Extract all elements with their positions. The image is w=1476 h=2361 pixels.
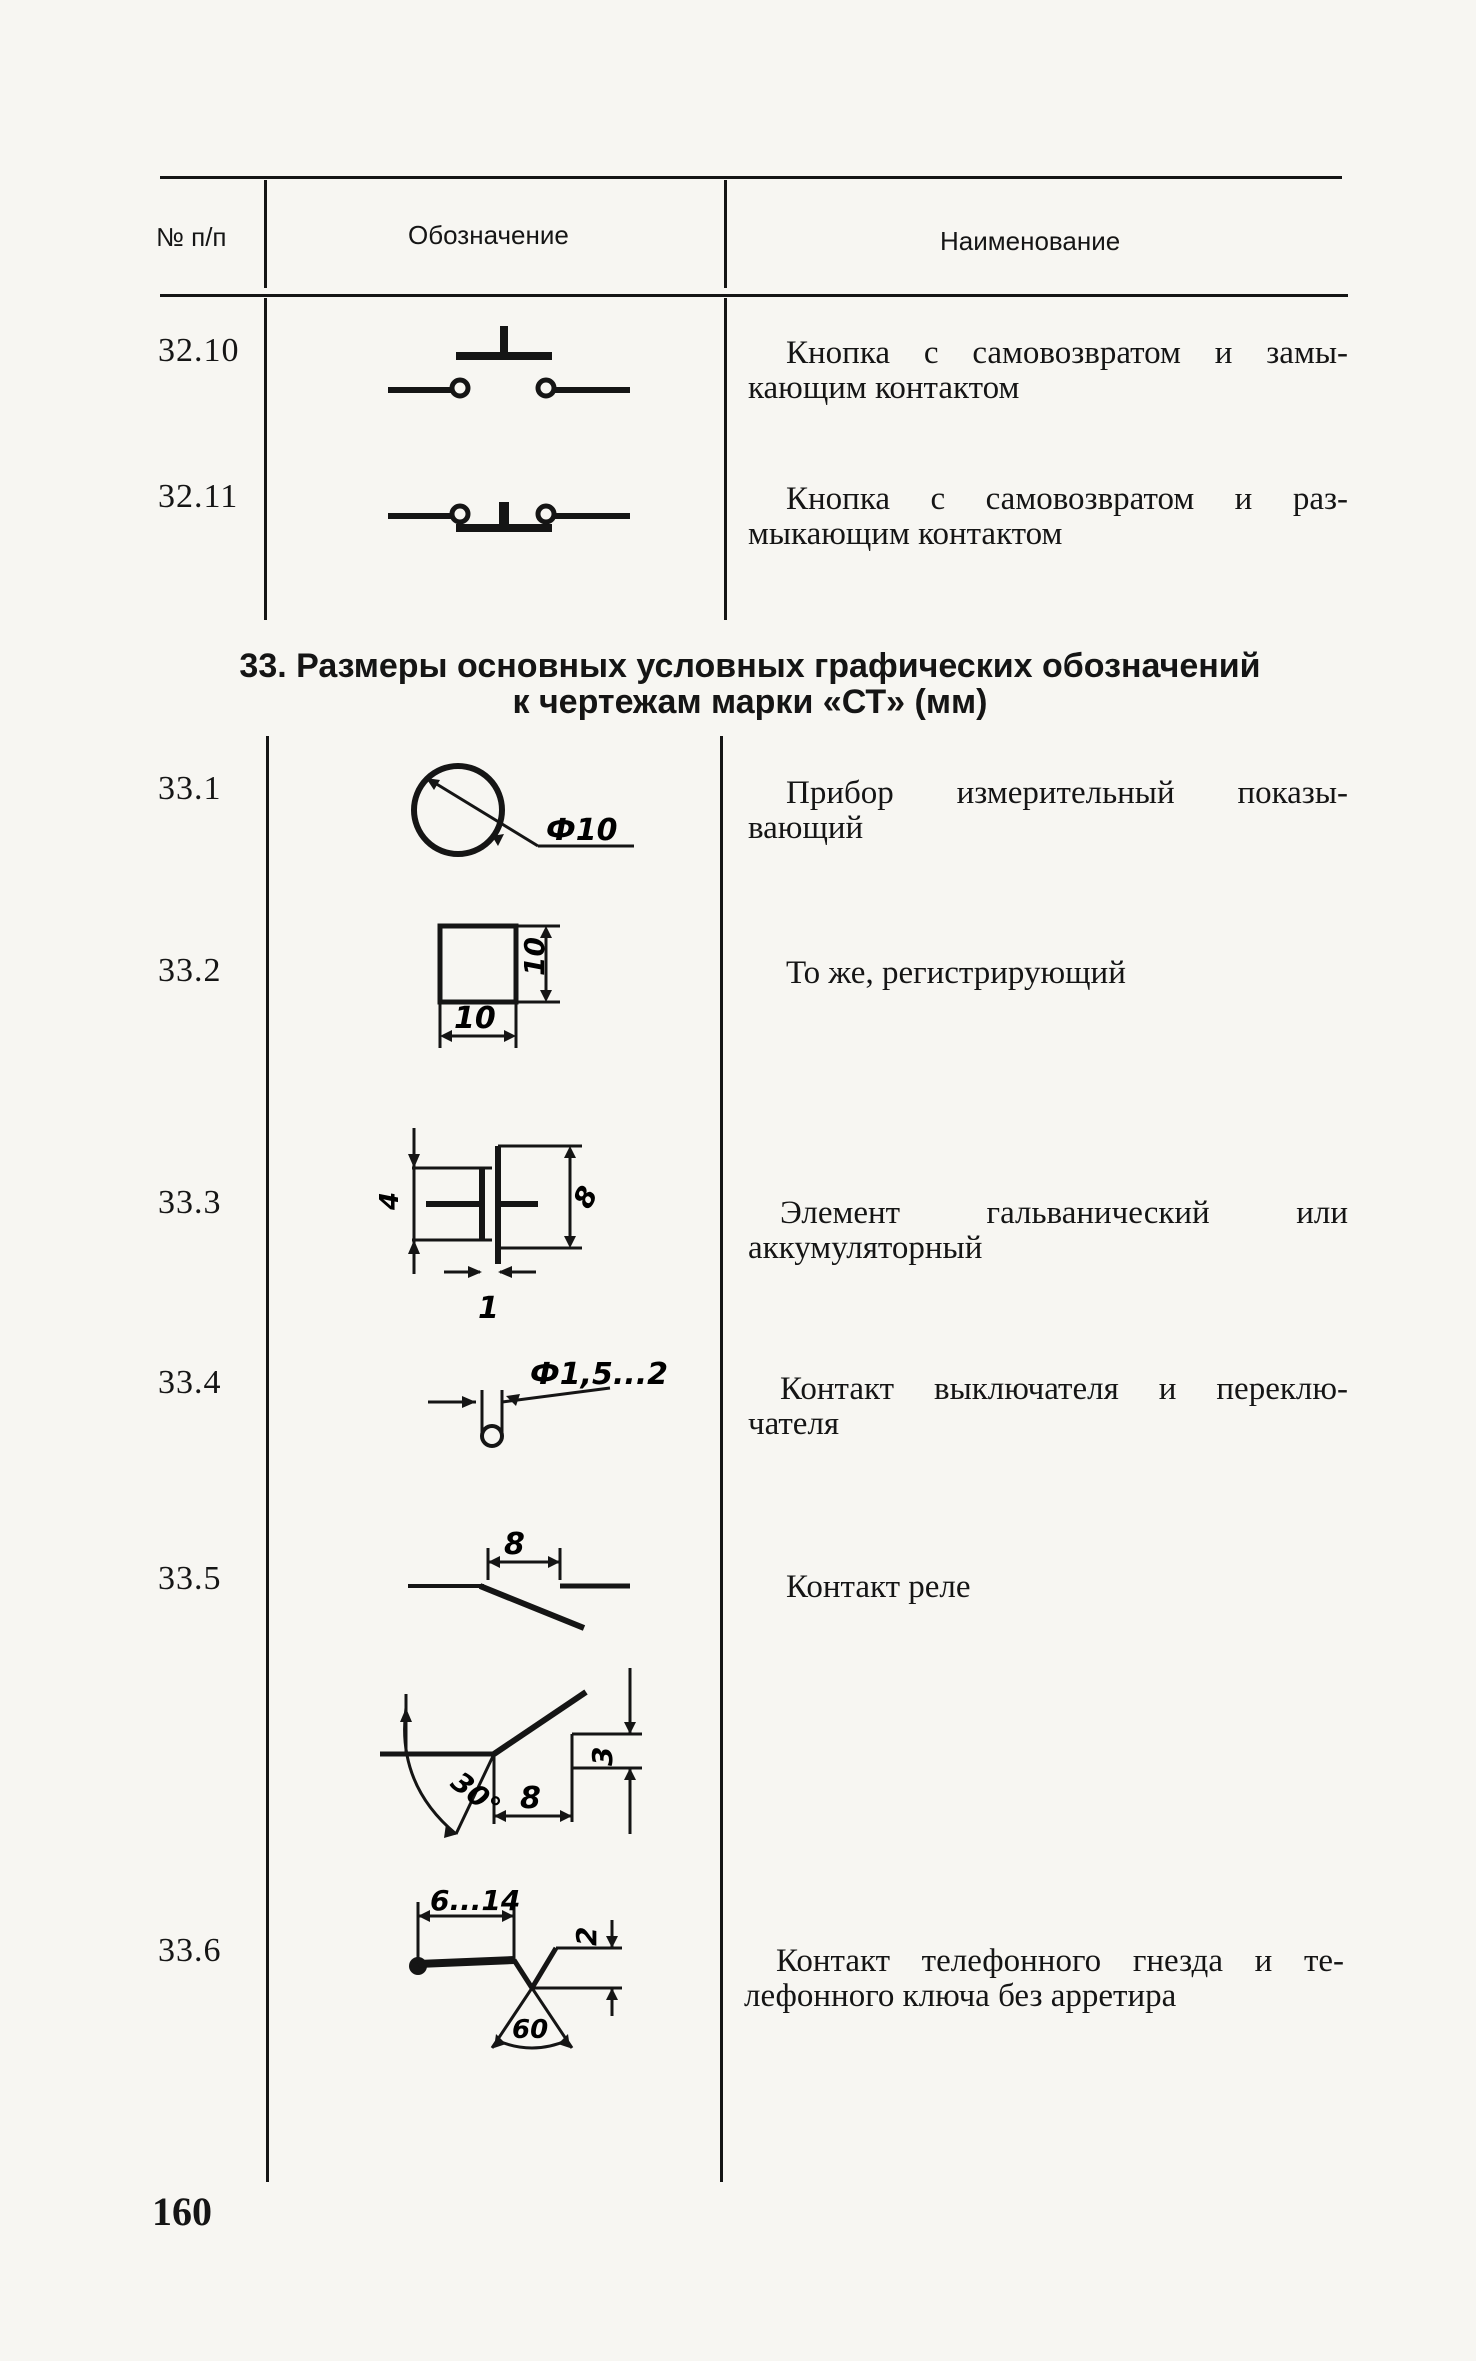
row-name-line: мыкающим контактом: [748, 516, 1063, 552]
row-name: Контакт телефонного гнезда и те- лефонно…: [744, 1944, 1344, 2014]
relay-contact-angle-detail-icon: 3 8 30°: [376, 1664, 656, 1844]
row-number: 32.11: [158, 478, 239, 515]
column-divider-right-top: [724, 180, 727, 288]
row-number: 33.3: [158, 1184, 222, 1221]
row-number: 32.10: [158, 332, 240, 369]
page-number: 160: [152, 2189, 212, 2234]
row-name-line: Кнопка с самовозвратом и замы-: [786, 335, 1348, 371]
dim-label: 60: [512, 2015, 548, 2045]
row-name: Контакт выключателя и переклю- чателя: [748, 1372, 1348, 1442]
switch-contact-icon: Ф1,5...2: [424, 1350, 668, 1460]
dim-label: 10: [518, 937, 551, 976]
dim-label: 8: [520, 1781, 541, 1816]
row-number: 33.5: [158, 1560, 222, 1597]
header-col-name: Наименование: [940, 226, 1121, 256]
dim-label: 6...14: [430, 1884, 520, 1917]
row-name-line: кающим контактом: [748, 370, 1020, 406]
row-name: Кнопка с самовозвратом и раз- мыкающим к…: [748, 482, 1348, 552]
push-button-break-contact-icon: [380, 488, 640, 548]
section-title: 33. Размеры основных условных графически…: [160, 648, 1340, 720]
row-name: То же, регистрирующий: [786, 956, 1386, 991]
row-name-line: лефонного ключа без арретира: [744, 1978, 1177, 2014]
dim-label: 8: [566, 1181, 604, 1214]
header-col-num: № п/п: [156, 222, 227, 252]
row-number: 33.1: [158, 770, 222, 807]
column-divider-right-32: [724, 298, 727, 620]
column-divider-left-33: [266, 736, 269, 2182]
dim-label: Ф1,5...2: [530, 1357, 668, 1392]
row-name: Кнопка с самовозвратом и замы- кающим ко…: [748, 336, 1348, 406]
row-number: 33.6: [158, 1932, 222, 1969]
row-name: Контакт реле: [786, 1570, 1386, 1605]
header-top-rule: [160, 176, 1342, 179]
column-divider-right-33: [720, 736, 723, 2182]
column-divider-left-top: [264, 180, 267, 288]
telephone-jack-contact-icon: 6...14 2 60: [396, 1880, 656, 2060]
row-name-line: Элемент гальванический или: [780, 1195, 1348, 1231]
row-number: 33.2: [158, 952, 222, 989]
dim-label: 1: [478, 1291, 499, 1326]
section-title-line: к чертежам марки «СТ» (мм): [512, 683, 988, 721]
row-name: Прибор измерительный показы- вающий: [748, 776, 1348, 846]
dim-label: 2: [570, 1927, 603, 1946]
recording-instrument-icon: 10 10: [428, 916, 578, 1056]
galvanic-cell-icon: 4 8 1: [372, 1124, 612, 1326]
header-bottom-rule: [160, 294, 1348, 297]
indicating-instrument-icon: Ф10: [408, 760, 648, 870]
dim-label: 10: [454, 1001, 496, 1036]
header-col-symbol: Обозначение: [408, 220, 569, 250]
dim-label: Ф10: [546, 813, 618, 848]
relay-contact-icon: 8: [404, 1518, 644, 1638]
row-name-line: вающий: [748, 810, 864, 846]
row-name-line: Контакт реле: [786, 1569, 971, 1605]
column-divider-left-32: [264, 298, 267, 620]
row-name-line: Кнопка с самовозвратом и раз-: [786, 481, 1348, 517]
row-name-line: Контакт выключателя и переклю-: [780, 1371, 1348, 1407]
row-name-line: чателя: [748, 1406, 840, 1442]
push-button-make-contact-icon: [380, 320, 640, 410]
row-name-line: Прибор измерительный показы-: [786, 775, 1348, 811]
row-name-line: То же, регистрирующий: [786, 955, 1126, 991]
row-number: 33.4: [158, 1364, 222, 1401]
dim-label: 4: [375, 1192, 405, 1211]
dim-label: 8: [504, 1527, 525, 1562]
section-title-line: 33. Размеры основных условных графически…: [239, 647, 1261, 685]
row-name-line: аккумуляторный: [748, 1230, 983, 1266]
row-name: Элемент гальванический или аккумуляторны…: [748, 1196, 1348, 1266]
row-name-line: Контакт телефонного гнезда и те-: [776, 1943, 1344, 1979]
dim-label: 3: [586, 1747, 619, 1766]
